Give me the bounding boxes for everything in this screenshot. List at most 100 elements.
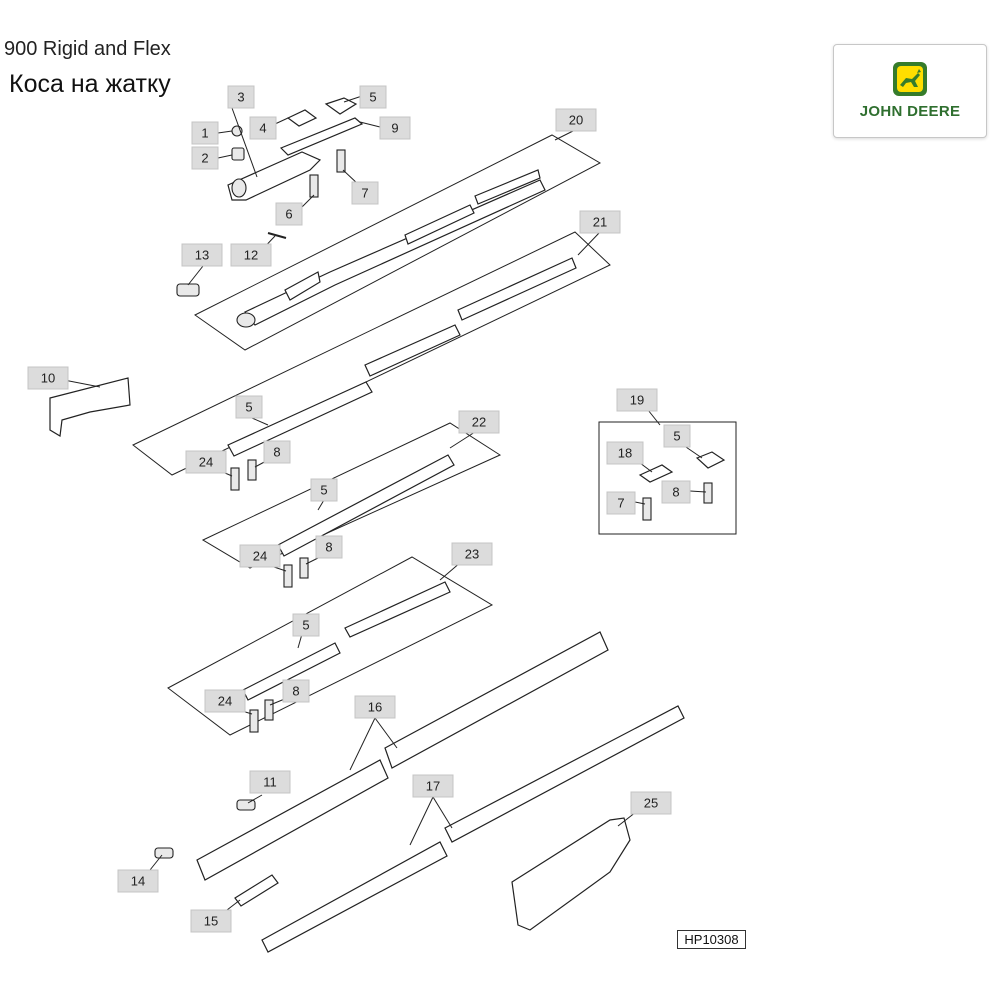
- svg-text:8: 8: [273, 445, 280, 460]
- guard-5-panel: [695, 451, 726, 469]
- panel-22: [201, 422, 502, 569]
- bolt-24-c: [249, 709, 259, 733]
- drawing-code: HP10308: [677, 930, 746, 949]
- svg-text:22: 22: [472, 415, 486, 430]
- callout-9[interactable]: 9: [379, 116, 411, 140]
- john-deere-logo: JOHN DEERE: [833, 44, 987, 138]
- svg-text:10: 10: [41, 371, 55, 386]
- callout-3[interactable]: 3: [227, 85, 255, 109]
- callout-10[interactable]: 10: [27, 366, 69, 390]
- svg-text:1: 1: [201, 126, 208, 141]
- callout-14[interactable]: 14: [117, 869, 159, 893]
- svg-text:17: 17: [426, 779, 440, 794]
- svg-text:24: 24: [218, 694, 232, 709]
- svg-text:7: 7: [617, 496, 624, 511]
- section-title: Коса на жатку: [9, 70, 171, 98]
- panel-21: [132, 231, 611, 476]
- callout-2[interactable]: 2: [191, 146, 219, 170]
- knife-head-arm-3: [227, 151, 322, 201]
- svg-text:11: 11: [263, 775, 277, 790]
- svg-text:2: 2: [201, 151, 208, 166]
- callout-7-top[interactable]: 7: [351, 181, 379, 205]
- svg-text:5: 5: [320, 483, 327, 498]
- callout-8-b[interactable]: 8: [315, 535, 343, 559]
- callout-12[interactable]: 12: [230, 243, 272, 267]
- callout-23[interactable]: 23: [451, 542, 493, 566]
- callout-24-a[interactable]: 24: [185, 450, 227, 474]
- svg-text:25: 25: [644, 796, 658, 811]
- shield-10: [49, 377, 131, 437]
- callout-5-22[interactable]: 5: [310, 478, 338, 502]
- svg-text:16: 16: [368, 700, 382, 715]
- callout-20[interactable]: 20: [555, 108, 597, 132]
- svg-text:6: 6: [285, 207, 292, 222]
- panel-23: [167, 556, 494, 736]
- callout-6[interactable]: 6: [275, 202, 303, 226]
- callout-1[interactable]: 1: [191, 121, 219, 145]
- wear-strip-17: [261, 705, 685, 953]
- svg-text:7: 7: [361, 186, 368, 201]
- callout-5-23[interactable]: 5: [292, 613, 320, 637]
- knife-assembly-20: [236, 169, 546, 328]
- clip-18: [638, 464, 674, 483]
- plate-9: [279, 117, 364, 156]
- svg-text:23: 23: [465, 547, 479, 562]
- svg-text:15: 15: [204, 914, 218, 929]
- knife-section-22: [277, 454, 455, 557]
- svg-text:12: 12: [244, 248, 258, 263]
- nut-8-b: [299, 557, 309, 579]
- callout-18[interactable]: 18: [606, 441, 644, 465]
- callout-16[interactable]: 16: [354, 695, 396, 719]
- callout-7-panel[interactable]: 7: [606, 491, 636, 515]
- callout-17[interactable]: 17: [412, 774, 454, 798]
- svg-text:4: 4: [259, 121, 266, 136]
- svg-text:8: 8: [325, 540, 332, 555]
- callout-21[interactable]: 21: [579, 210, 621, 234]
- nut-8-a: [247, 459, 257, 481]
- svg-text:5: 5: [302, 618, 309, 633]
- callout-22[interactable]: 22: [458, 410, 500, 434]
- bolt-24-a: [230, 467, 240, 491]
- callout-15[interactable]: 15: [190, 909, 232, 933]
- svg-text:14: 14: [131, 874, 145, 889]
- callout-13[interactable]: 13: [181, 243, 223, 267]
- svg-text:5: 5: [245, 400, 252, 415]
- svg-text:19: 19: [630, 393, 644, 408]
- pin-12: [267, 232, 287, 239]
- bolt-24-b: [283, 564, 293, 588]
- svg-text:13: 13: [195, 248, 209, 263]
- bolt-7: [336, 149, 346, 173]
- callout-5-21[interactable]: 5: [235, 395, 263, 419]
- callout-5-top[interactable]: 5: [359, 85, 387, 109]
- plate-4: [286, 109, 318, 127]
- svg-text:5: 5: [369, 90, 376, 105]
- bolt-6: [309, 174, 319, 198]
- fitting-13: [176, 283, 200, 297]
- callout-8-c[interactable]: 8: [282, 679, 310, 703]
- knife-section-23: [242, 581, 451, 701]
- plate-15: [234, 874, 279, 907]
- callout-19[interactable]: 19: [616, 388, 658, 412]
- bolt-7-panel: [642, 497, 652, 521]
- svg-text:24: 24: [199, 455, 213, 470]
- callout-11[interactable]: 11: [249, 770, 291, 794]
- cover-25: [511, 817, 631, 931]
- callout-25[interactable]: 25: [630, 791, 672, 815]
- callout-8-a[interactable]: 8: [263, 440, 291, 464]
- guard-bar-16: [196, 631, 609, 881]
- svg-text:9: 9: [391, 121, 398, 136]
- svg-text:8: 8: [672, 485, 679, 500]
- svg-text:3: 3: [237, 90, 244, 105]
- knife-section-21: [227, 257, 577, 457]
- callout-24-b[interactable]: 24: [239, 544, 281, 568]
- bolt-14: [154, 847, 174, 859]
- callout-8-panel[interactable]: 8: [661, 480, 691, 504]
- panel-20: [194, 134, 602, 351]
- callout-5-panel[interactable]: 5: [663, 424, 691, 448]
- svg-text:18: 18: [618, 446, 632, 461]
- callout-24-c[interactable]: 24: [204, 689, 246, 713]
- svg-text:21: 21: [593, 215, 607, 230]
- svg-text:5: 5: [673, 429, 680, 444]
- callout-4[interactable]: 4: [249, 116, 277, 140]
